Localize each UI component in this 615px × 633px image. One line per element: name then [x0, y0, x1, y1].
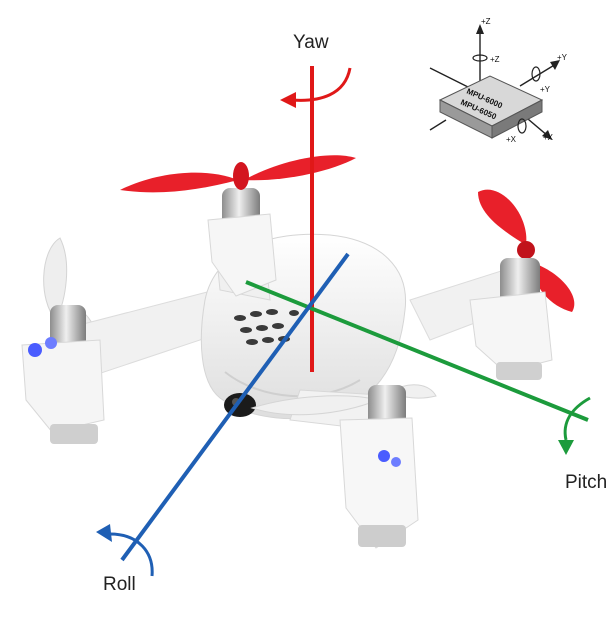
x-rotation-icon [517, 118, 527, 134]
z-rotation-icon [472, 54, 488, 62]
motor-guard-back-right [469, 291, 553, 373]
led-back-left-2 [45, 337, 57, 349]
motor-back-left [50, 305, 86, 350]
pitch-rotation-arrow [563, 396, 591, 441]
mpu-sensor-inset: MPU-6000 MPU-6050 +Z +Z +Y +Y +X +X [429, 17, 568, 144]
propeller-front-left [120, 155, 356, 193]
leg-front-right [358, 525, 406, 547]
sensor-label-y-plus: +Y [557, 53, 568, 62]
pitch-label: Pitch [565, 472, 608, 493]
y-rotation-icon [531, 66, 541, 82]
leg-back-left [50, 424, 98, 444]
sensor-label-x-rot: +X [506, 135, 517, 144]
drone [21, 155, 575, 549]
motor-back-right [500, 258, 540, 304]
roll-rotation-arrow [109, 532, 154, 577]
yaw-label: Yaw [293, 32, 329, 53]
led-front-right-2 [391, 457, 401, 467]
yaw-arrowhead [280, 92, 296, 108]
leg-back-right [496, 362, 542, 380]
led-back-left [28, 343, 42, 357]
yaw-axis [280, 66, 352, 372]
roll-axis [96, 252, 350, 577]
sensor-label-x-plus: +X [543, 133, 554, 142]
pitch-axis [245, 280, 591, 455]
sensor-label-z-rot: +Z [490, 55, 500, 64]
yaw-rotation-arrow [291, 67, 352, 102]
sensor-label-z-plus: +Z [481, 17, 491, 26]
pitch-arrowhead [558, 440, 574, 455]
roll-label: Roll [103, 574, 136, 595]
sensor-y-axis-line [519, 63, 557, 87]
sensor-label-y-rot: +Y [540, 85, 551, 94]
propeller-back-right [478, 189, 575, 312]
led-front-right [378, 450, 390, 462]
propeller-front-right [250, 384, 437, 416]
roll-arrowhead [96, 524, 112, 542]
